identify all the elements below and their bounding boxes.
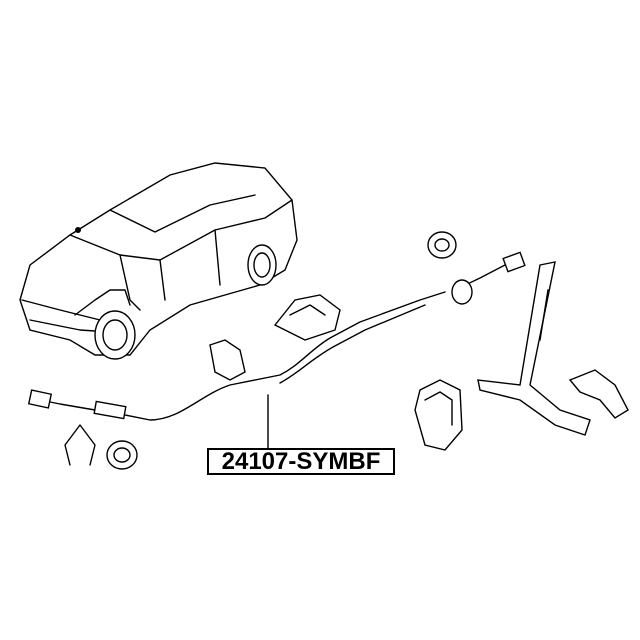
pedal-assembly (477, 261, 591, 436)
clutch-cable (27, 251, 526, 449)
spring-clip (64, 424, 96, 466)
clips (209, 294, 341, 381)
bracket (414, 379, 463, 451)
car-illustration (19, 162, 298, 360)
part-number-label: 24107-SYMBF (207, 448, 395, 475)
grommets (106, 231, 457, 470)
handle-part (568, 369, 629, 419)
